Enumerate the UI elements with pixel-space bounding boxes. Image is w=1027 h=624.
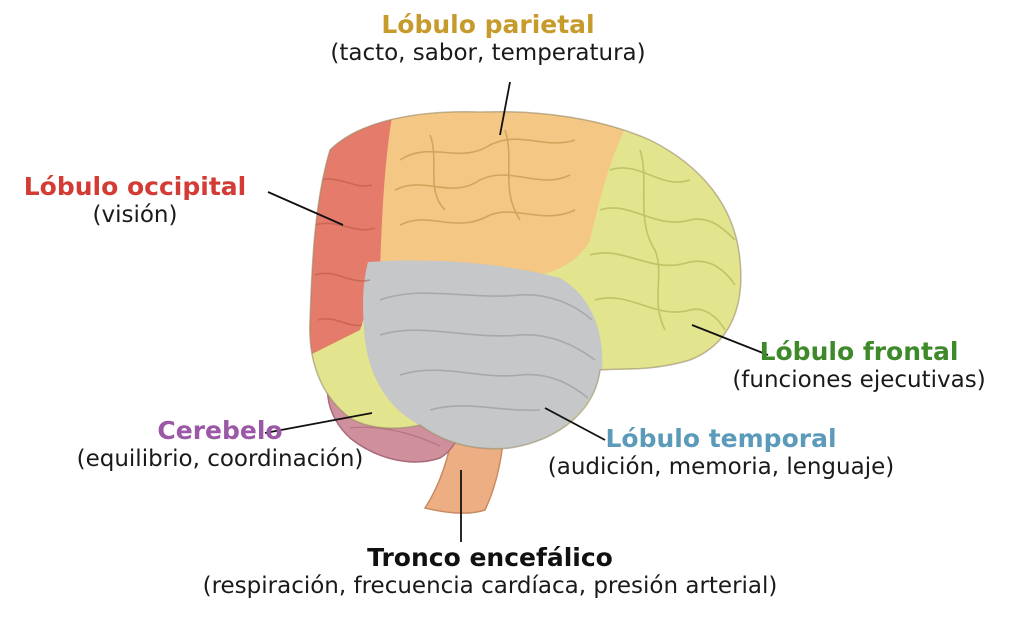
label-occipital-lobe: Lóbulo occipital (visión) <box>10 172 260 230</box>
cerebellum-name: Cerebelo <box>157 416 283 445</box>
leader-line-cerebelo <box>264 412 373 434</box>
cerebellum-function: (equilibrio, coordinación) <box>76 446 364 472</box>
label-frontal-lobe: Lóbulo frontal (funciones ejecutivas) <box>700 337 1018 395</box>
brainstem-function: (respiración, frecuencia cardíaca, presi… <box>202 573 778 599</box>
parietal-lobe-function: (tacto, sabor, temperatura) <box>330 40 646 66</box>
frontal-lobe-function: (funciones ejecutivas) <box>732 367 986 393</box>
occipital-lobe-name: Lóbulo occipital <box>23 172 247 201</box>
occipital-lobe-function: (visión) <box>92 202 178 228</box>
gyri-texture <box>314 129 736 412</box>
leader-line-temporal <box>544 407 606 441</box>
leader-lines <box>264 81 769 542</box>
label-temporal-lobe: Lóbulo temporal (audición, memoria, leng… <box>512 424 930 482</box>
temporal-lobe-name: Lóbulo temporal <box>605 424 837 453</box>
temporal-lobe-function: (audición, memoria, lenguaje) <box>547 454 895 480</box>
label-cerebellum: Cerebelo (equilibrio, coordinación) <box>20 416 420 474</box>
parietal-lobe-name: Lóbulo parietal <box>381 10 595 39</box>
brainstem-name: Tronco encefálico <box>367 543 613 572</box>
label-parietal-lobe: Lóbulo parietal (tacto, sabor, temperatu… <box>268 10 708 68</box>
cerebrum-outline <box>309 110 742 450</box>
temporal-lobe-region <box>363 260 603 449</box>
label-brainstem: Tronco encefálico (respiración, frecuenc… <box>120 543 860 601</box>
cerebrum <box>309 111 741 449</box>
leader-line-parietal <box>499 81 511 136</box>
leader-line-occipital <box>267 191 344 226</box>
leader-line-frontal <box>691 324 769 356</box>
frontal-lobe-name: Lóbulo frontal <box>759 337 959 366</box>
